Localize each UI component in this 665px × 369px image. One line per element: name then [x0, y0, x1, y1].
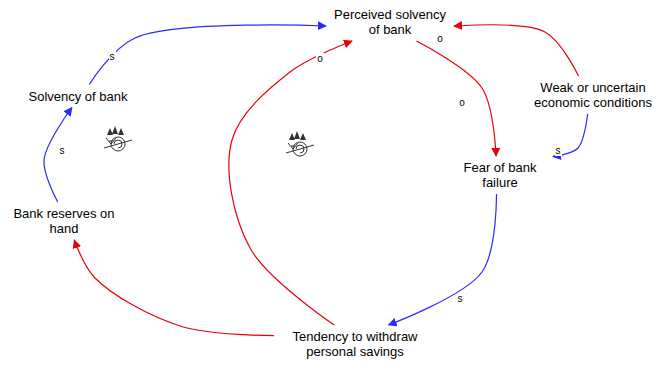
causal-link: [389, 194, 497, 325]
variable-text: Solvency of bank: [20, 89, 136, 104]
causal-link: [74, 240, 274, 336]
variable-text: Tendency to withdraw personal savings: [279, 329, 431, 359]
variable-text: Perceived solvency of bank: [331, 7, 449, 37]
causal-link: [553, 114, 588, 157]
variable-label: Fear of bank failure: [450, 159, 550, 191]
variable-label: Bank reserves on hand: [5, 205, 123, 237]
polarity-label: o: [316, 53, 324, 64]
variable-text: Bank reserves on hand: [7, 206, 121, 236]
snowball-icon: [286, 131, 314, 156]
polarity-label: s: [457, 293, 464, 304]
causal-link: [89, 25, 326, 85]
variable-text: Fear of bank failure: [452, 160, 548, 190]
polarity-label: o: [436, 33, 444, 44]
polarity-label: s: [555, 145, 562, 156]
causal-link: [416, 41, 496, 156]
snowball-icon: [104, 126, 132, 151]
polarity-label: s: [109, 51, 116, 62]
causal-link: [229, 41, 352, 325]
variable-text: Weak or uncertain economic conditions: [530, 80, 656, 110]
variable-label: Solvency of bank: [18, 88, 138, 105]
variable-label: Tendency to withdraw personal savings: [277, 328, 433, 360]
polarity-label: o: [458, 97, 466, 108]
causal-link: [454, 25, 579, 76]
causal-link: [44, 108, 72, 203]
polarity-label: s: [59, 145, 66, 156]
variable-label: Weak or uncertain economic conditions: [528, 79, 658, 111]
variable-label: Perceived solvency of bank: [329, 6, 451, 38]
